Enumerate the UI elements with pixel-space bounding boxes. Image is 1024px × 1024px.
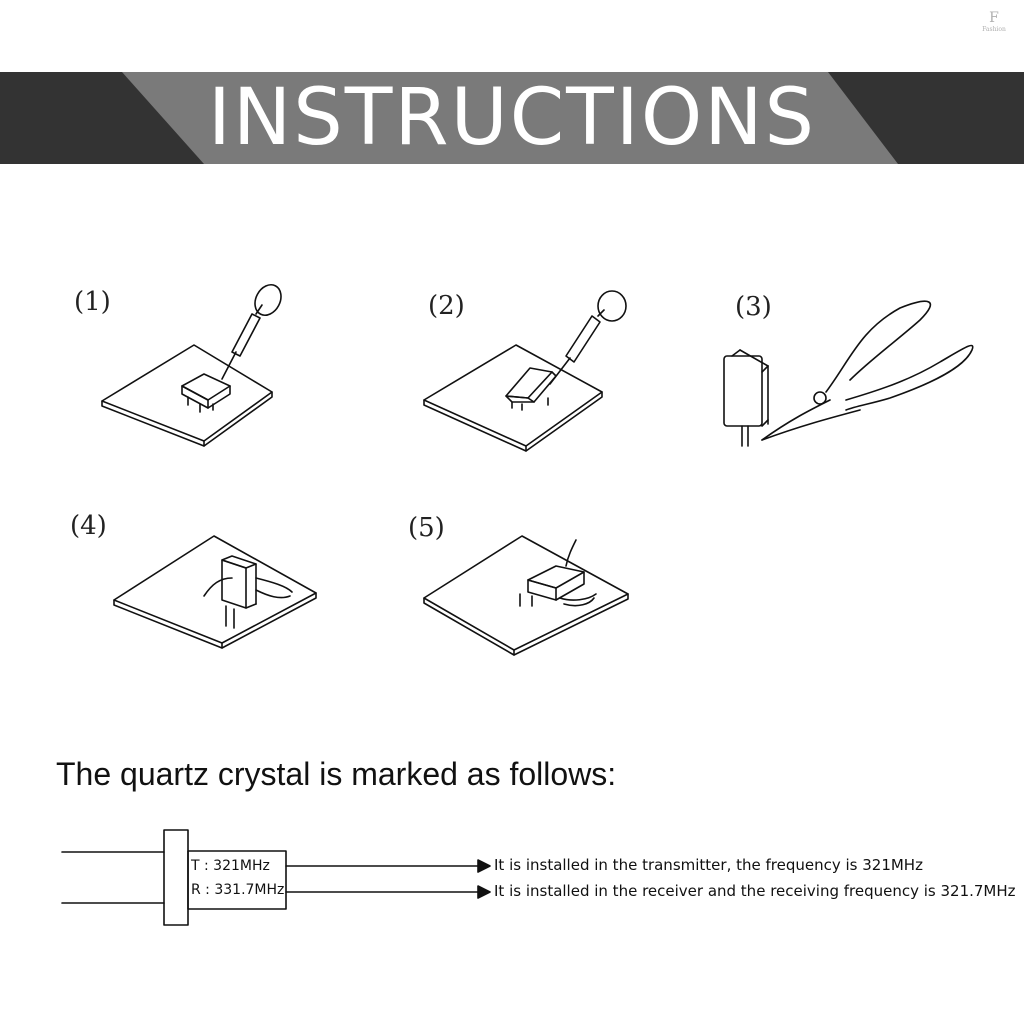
marking-box <box>187 850 287 910</box>
transmitter-mark: T : 321MHz <box>191 858 270 874</box>
step-4-label: (4) <box>70 511 107 541</box>
crystal-body <box>163 829 189 926</box>
step-5-label: (5) <box>408 513 445 543</box>
step-1-soldering-icon <box>101 283 282 447</box>
step-2-soldering-icon <box>423 290 627 452</box>
brand-logo: F Fashion <box>982 10 1006 33</box>
instructions-banner: INSTRUCTIONS <box>0 72 1024 164</box>
transmitter-note: It is installed in the transmitter, the … <box>494 856 923 874</box>
step-2-label: (2) <box>428 291 465 321</box>
step-3-label: (3) <box>735 292 772 322</box>
crystal-marking-diagram <box>61 829 491 926</box>
step-4-crystal-icon <box>113 535 317 649</box>
step-3-pliers-icon <box>723 300 974 447</box>
marking-heading: The quartz crystal is marked as follows: <box>56 756 617 792</box>
step-5-crystal-icon <box>423 535 629 656</box>
brand-logo-mark: F <box>989 10 999 26</box>
receiver-mark: R : 331.7MHz <box>191 882 285 898</box>
transmitter-arrow-icon <box>477 859 491 873</box>
banner-background <box>0 72 1024 164</box>
receiver-arrow-icon <box>477 885 491 899</box>
brand-logo-name: Fashion <box>982 26 1006 33</box>
step-1-label: (1) <box>74 287 111 317</box>
receiver-note: It is installed in the receiver and the … <box>494 882 1016 900</box>
banner-title: INSTRUCTIONS <box>207 73 817 163</box>
